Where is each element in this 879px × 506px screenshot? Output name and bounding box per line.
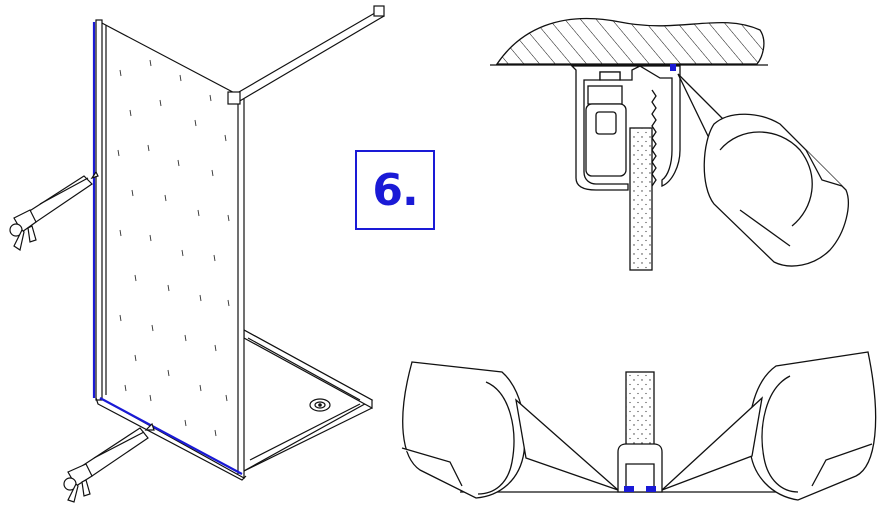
floor-profile-cross-section — [401, 351, 877, 501]
shower-panel-isometric — [9, 5, 385, 503]
sealant-nozzle-icon — [677, 73, 849, 267]
caulking-gun-icon — [63, 422, 155, 503]
sealant-bead — [670, 64, 676, 71]
floor-sealant-line — [99, 397, 243, 475]
wall-profile-body — [570, 65, 681, 191]
glass-panel — [99, 21, 245, 480]
wall-profile — [92, 19, 103, 401]
sealant-bead — [624, 486, 634, 492]
step-number-box: 6. — [355, 150, 435, 230]
drain-icon — [309, 398, 331, 412]
sealant-nozzle-icon — [401, 361, 619, 499]
caulking-gun-icon — [9, 170, 99, 251]
floor-profile-body — [617, 443, 663, 493]
wall-profile-cross-section — [490, 17, 849, 271]
sealant-bead — [646, 486, 656, 492]
glass-section — [629, 127, 653, 271]
stabilizer-bar — [227, 5, 385, 105]
wall-hatched — [490, 17, 768, 66]
step-number: 6. — [372, 164, 418, 216]
sealant-nozzle-icon — [661, 351, 877, 501]
